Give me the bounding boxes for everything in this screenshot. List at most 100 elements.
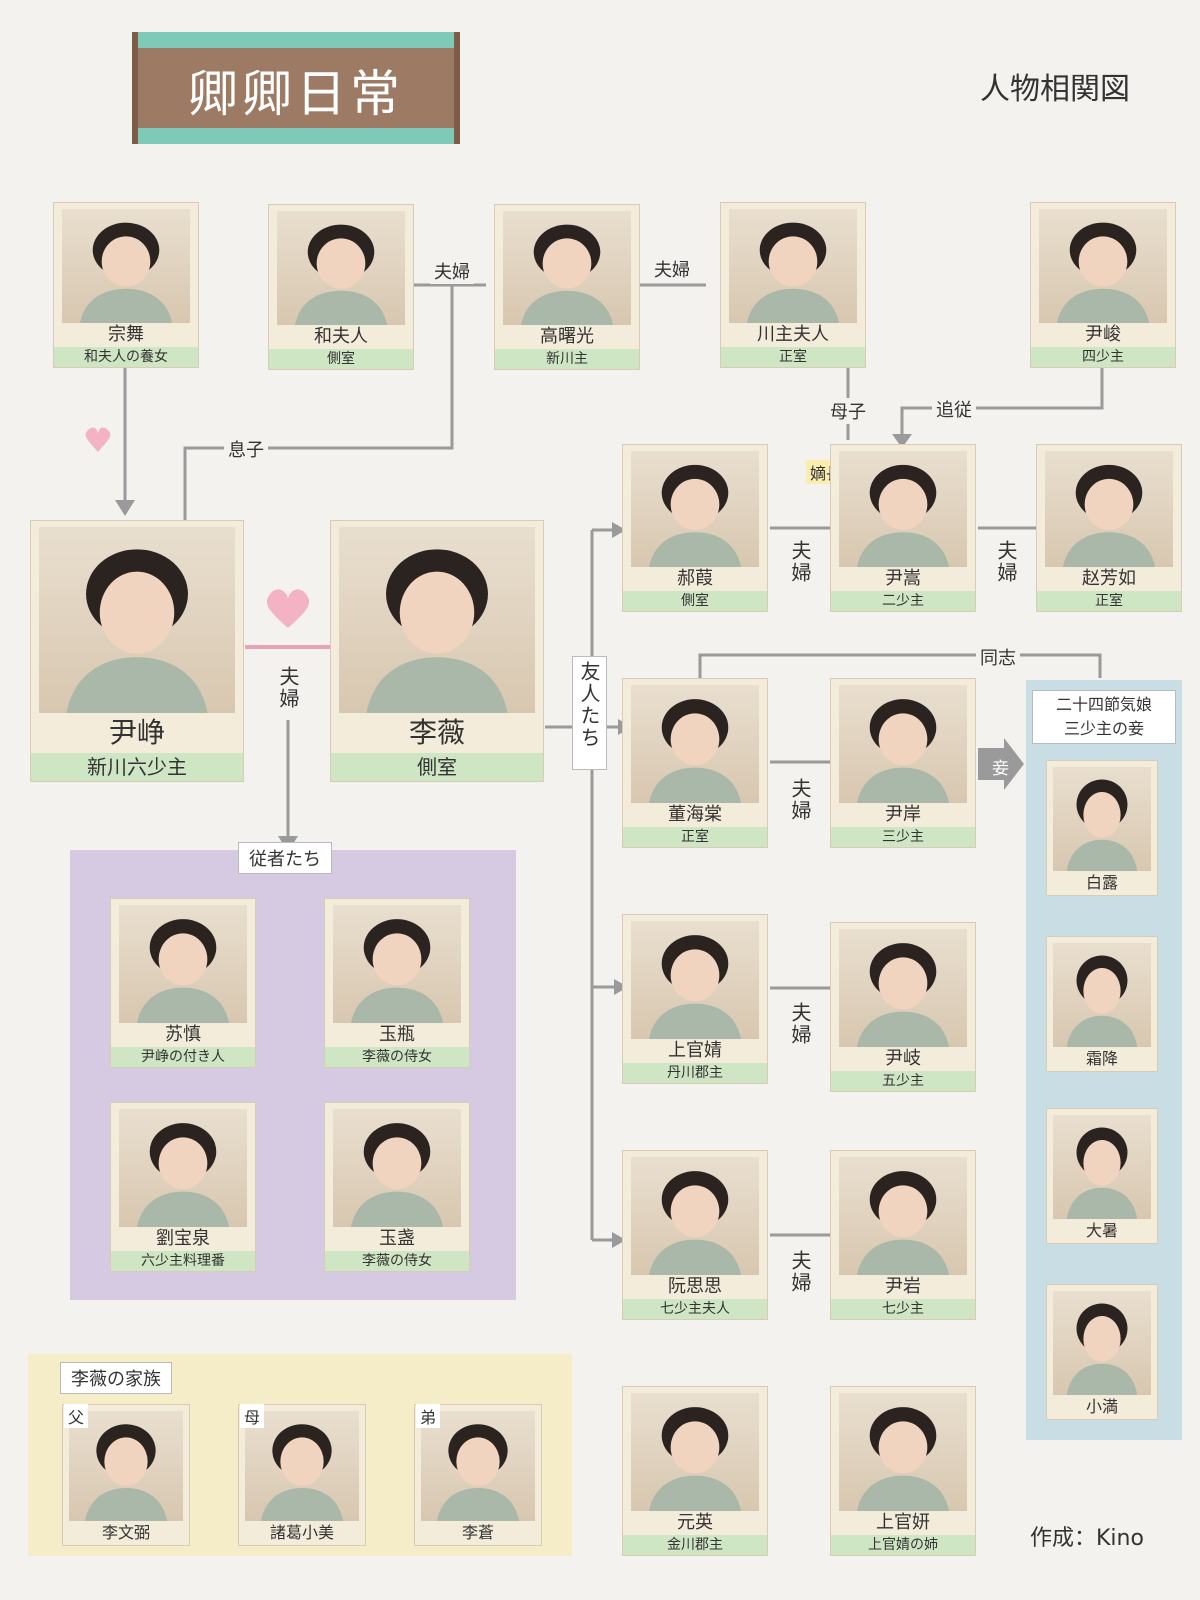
character-name: 高曙光: [540, 326, 594, 347]
character-role: 二少主: [831, 591, 975, 611]
character-name: 劉宝泉: [156, 1228, 210, 1249]
relation-couple-vertical: 夫婦: [788, 1002, 812, 1046]
character-name: 尹岩: [885, 1276, 921, 1297]
character-card-donghaitang: 董海棠正室: [622, 678, 768, 848]
character-card-shangguanyan: 上官妍上官婧の姉: [830, 1386, 976, 1556]
portrait-image: [277, 211, 405, 325]
portrait-image: [503, 211, 631, 325]
character-role: 金川郡主: [623, 1535, 767, 1555]
heart-icon: [266, 589, 310, 628]
chart-label: 人物相関図: [980, 72, 1130, 107]
character-name: 玉盏: [379, 1228, 415, 1249]
character-role: 六少主料理番: [111, 1251, 255, 1271]
character-card-zhugexiaomei: 諸葛小美: [238, 1404, 366, 1546]
character-card-yinan: 尹岸三少主: [830, 678, 976, 848]
character-name: 川主夫人: [757, 324, 829, 345]
character-role: 五少主: [831, 1071, 975, 1091]
character-card-yuping: 玉瓶李薇の侍女: [324, 898, 470, 1068]
portrait-image: [1045, 451, 1173, 567]
relation-concubine: 妾: [992, 759, 1009, 779]
character-name: 大暑: [1085, 1221, 1118, 1240]
character-role: 新川主: [495, 349, 639, 369]
character-card-bailu: 白露: [1046, 760, 1158, 896]
relation-couple-vertical: 夫婦: [994, 540, 1018, 584]
character-role: 正室: [721, 347, 865, 367]
character-card-hefuren: 和夫人側室: [268, 204, 414, 370]
character-card-yuanying: 元英金川郡主: [622, 1386, 768, 1556]
page-title: 卿卿日常: [188, 65, 404, 123]
character-name: 霜降: [1085, 1049, 1118, 1068]
character-name: 尹峻: [1085, 324, 1121, 345]
family-relation-tag: 父: [64, 1404, 89, 1428]
character-name: 玉瓶: [379, 1024, 415, 1045]
character-card-zhaofangru: 赵芳如正室: [1036, 444, 1182, 612]
portrait-image: [119, 1109, 247, 1227]
character-role: 丹川郡主: [623, 1063, 767, 1083]
relation-couple-vertical: 夫婦: [276, 666, 300, 710]
character-name: 宗舞: [108, 324, 144, 345]
portrait-image: [69, 1411, 183, 1521]
character-card-shangguanjing: 上官婧丹川郡主: [622, 914, 768, 1084]
portrait-image: [245, 1411, 359, 1521]
character-name: 李蒼: [461, 1523, 494, 1542]
followers-label: 従者たち: [238, 842, 332, 874]
relation-couple-vertical: 夫婦: [788, 540, 812, 584]
heart-icon: [85, 427, 111, 452]
portrait-image: [839, 685, 967, 803]
portrait-image: [39, 527, 235, 713]
relation-son: 息子: [224, 436, 268, 462]
portrait-image: [1053, 767, 1151, 871]
character-role: 側室: [269, 349, 413, 369]
relation-couple: 夫婦: [650, 256, 694, 282]
portrait-image: [729, 209, 857, 323]
character-role: 李薇の侍女: [325, 1251, 469, 1271]
li-family-label: 李薇の家族: [60, 1362, 172, 1394]
portrait-image: [1039, 209, 1167, 323]
character-card-yinqi: 尹岐五少主: [830, 922, 976, 1092]
character-role: 正室: [623, 827, 767, 847]
character-role: 七少主: [831, 1299, 975, 1319]
portrait-image: [1053, 1291, 1151, 1395]
character-name: 赵芳如: [1082, 568, 1136, 589]
character-name: 李文弼: [101, 1523, 150, 1542]
family-relation-tag: 弟: [416, 1404, 441, 1428]
character-role: 側室: [623, 591, 767, 611]
solar-terms-label: 二十四節気娘 三少主の妾: [1032, 690, 1176, 744]
character-card-yinyan: 尹岩七少主: [830, 1150, 976, 1320]
character-name: 和夫人: [314, 326, 368, 347]
character-name: 董海棠: [668, 804, 722, 825]
title-banner: 卿卿日常: [132, 32, 460, 144]
relation-couple-vertical: 夫婦: [788, 778, 812, 822]
portrait-image: [333, 905, 461, 1023]
character-name: 上官婧: [668, 1040, 722, 1061]
relation-friends: 友人たち: [572, 656, 607, 770]
character-name: 郝葭: [677, 568, 713, 589]
character-card-liubaoquan: 劉宝泉六少主料理番: [110, 1102, 256, 1272]
character-card-liwei: 李薇側室: [330, 520, 544, 782]
character-name: 李薇: [408, 716, 465, 749]
character-name: 上官妍: [876, 1512, 930, 1533]
character-role: 側室: [331, 753, 543, 781]
portrait-image: [631, 685, 759, 803]
character-card-ruansisi: 阮思思七少主夫人: [622, 1150, 768, 1320]
character-name: 尹岸: [885, 804, 921, 825]
character-role: 正室: [1037, 591, 1181, 611]
character-card-licang: 李蒼: [414, 1404, 542, 1546]
character-card-yinsong: 尹嵩二少主: [830, 444, 976, 612]
character-card-yinjun: 尹峻四少主: [1030, 202, 1176, 368]
character-role: 上官婧の姉: [831, 1535, 975, 1555]
portrait-image: [119, 905, 247, 1023]
character-name: 白露: [1085, 873, 1118, 892]
character-card-yuzhan: 玉盏李薇の侍女: [324, 1102, 470, 1272]
portrait-image: [1053, 1115, 1151, 1219]
character-role: 三少主: [831, 827, 975, 847]
portrait-image: [631, 921, 759, 1039]
character-name: 尹岐: [885, 1048, 921, 1069]
portrait-image: [631, 451, 759, 567]
character-card-yinzheng: 尹峥新川六少主: [30, 520, 244, 782]
character-name: 苏慎: [165, 1024, 201, 1045]
character-role: 新川六少主: [31, 753, 243, 781]
portrait-image: [1053, 943, 1151, 1047]
character-role: 尹峥の付き人: [111, 1047, 255, 1067]
character-role: 李薇の侍女: [325, 1047, 469, 1067]
